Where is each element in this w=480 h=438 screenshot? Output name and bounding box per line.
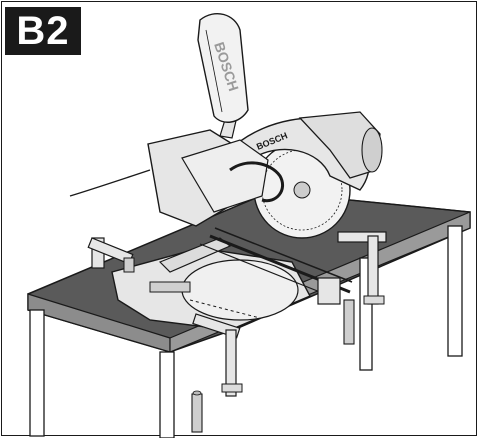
slide-rails [199, 227, 353, 305]
figure-label: B2 [5, 7, 81, 55]
clamp-front [191, 313, 243, 433]
power-cord [69, 169, 151, 197]
table-leg-front-left [29, 309, 45, 437]
dust-bag: BOSCH [197, 12, 249, 123]
saw-head [69, 109, 285, 227]
saw-handle [229, 161, 285, 203]
blade-assembly: BOSCH [228, 111, 383, 239]
table-leg-back-right [447, 225, 463, 357]
table-leg-front [159, 351, 175, 438]
clamp-right [337, 231, 387, 345]
clamp-left [87, 237, 135, 273]
